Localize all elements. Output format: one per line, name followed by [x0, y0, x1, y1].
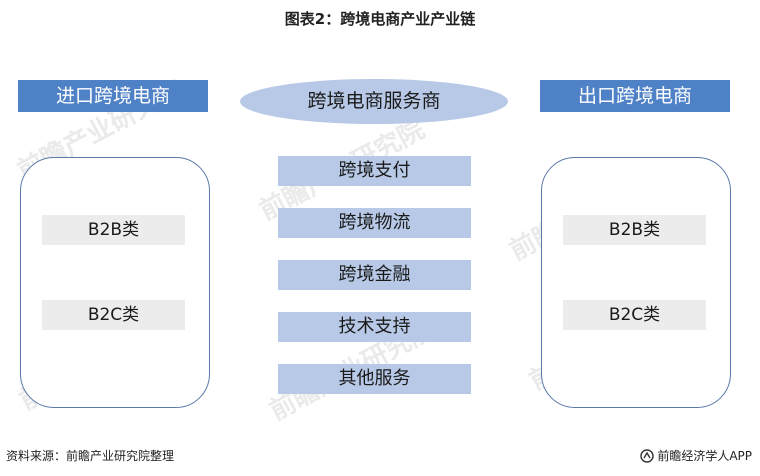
qianzhan-logo-icon — [640, 448, 655, 463]
import-header: 进口跨境电商 — [18, 80, 208, 112]
import-b2b-label: B2B类 — [42, 215, 185, 245]
footer-brand-label: 前瞻经济学人APP — [657, 449, 752, 463]
import-b2c-label: B2C类 — [42, 300, 185, 330]
source-note: 资料来源：前瞻产业研究院整理 — [6, 449, 175, 463]
import-group-box — [20, 157, 210, 408]
export-b2c-label: B2C类 — [563, 300, 706, 330]
service-cross-border-logistics: 跨境物流 — [278, 208, 471, 238]
export-group-box — [541, 157, 731, 408]
export-b2b-label: B2B类 — [563, 215, 706, 245]
export-header: 出口跨境电商 — [540, 80, 730, 112]
service-technical-support: 技术支持 — [278, 312, 471, 342]
chart-title: 图表2：跨境电商产业产业链 — [284, 10, 476, 28]
service-cross-border-payment: 跨境支付 — [278, 156, 471, 186]
service-cross-border-finance: 跨境金融 — [278, 260, 471, 290]
service-other: 其他服务 — [278, 364, 471, 394]
service-provider-ellipse: 跨境电商服务商 — [240, 79, 508, 124]
footer-brand: 前瞻经济学人APP — [640, 447, 752, 464]
